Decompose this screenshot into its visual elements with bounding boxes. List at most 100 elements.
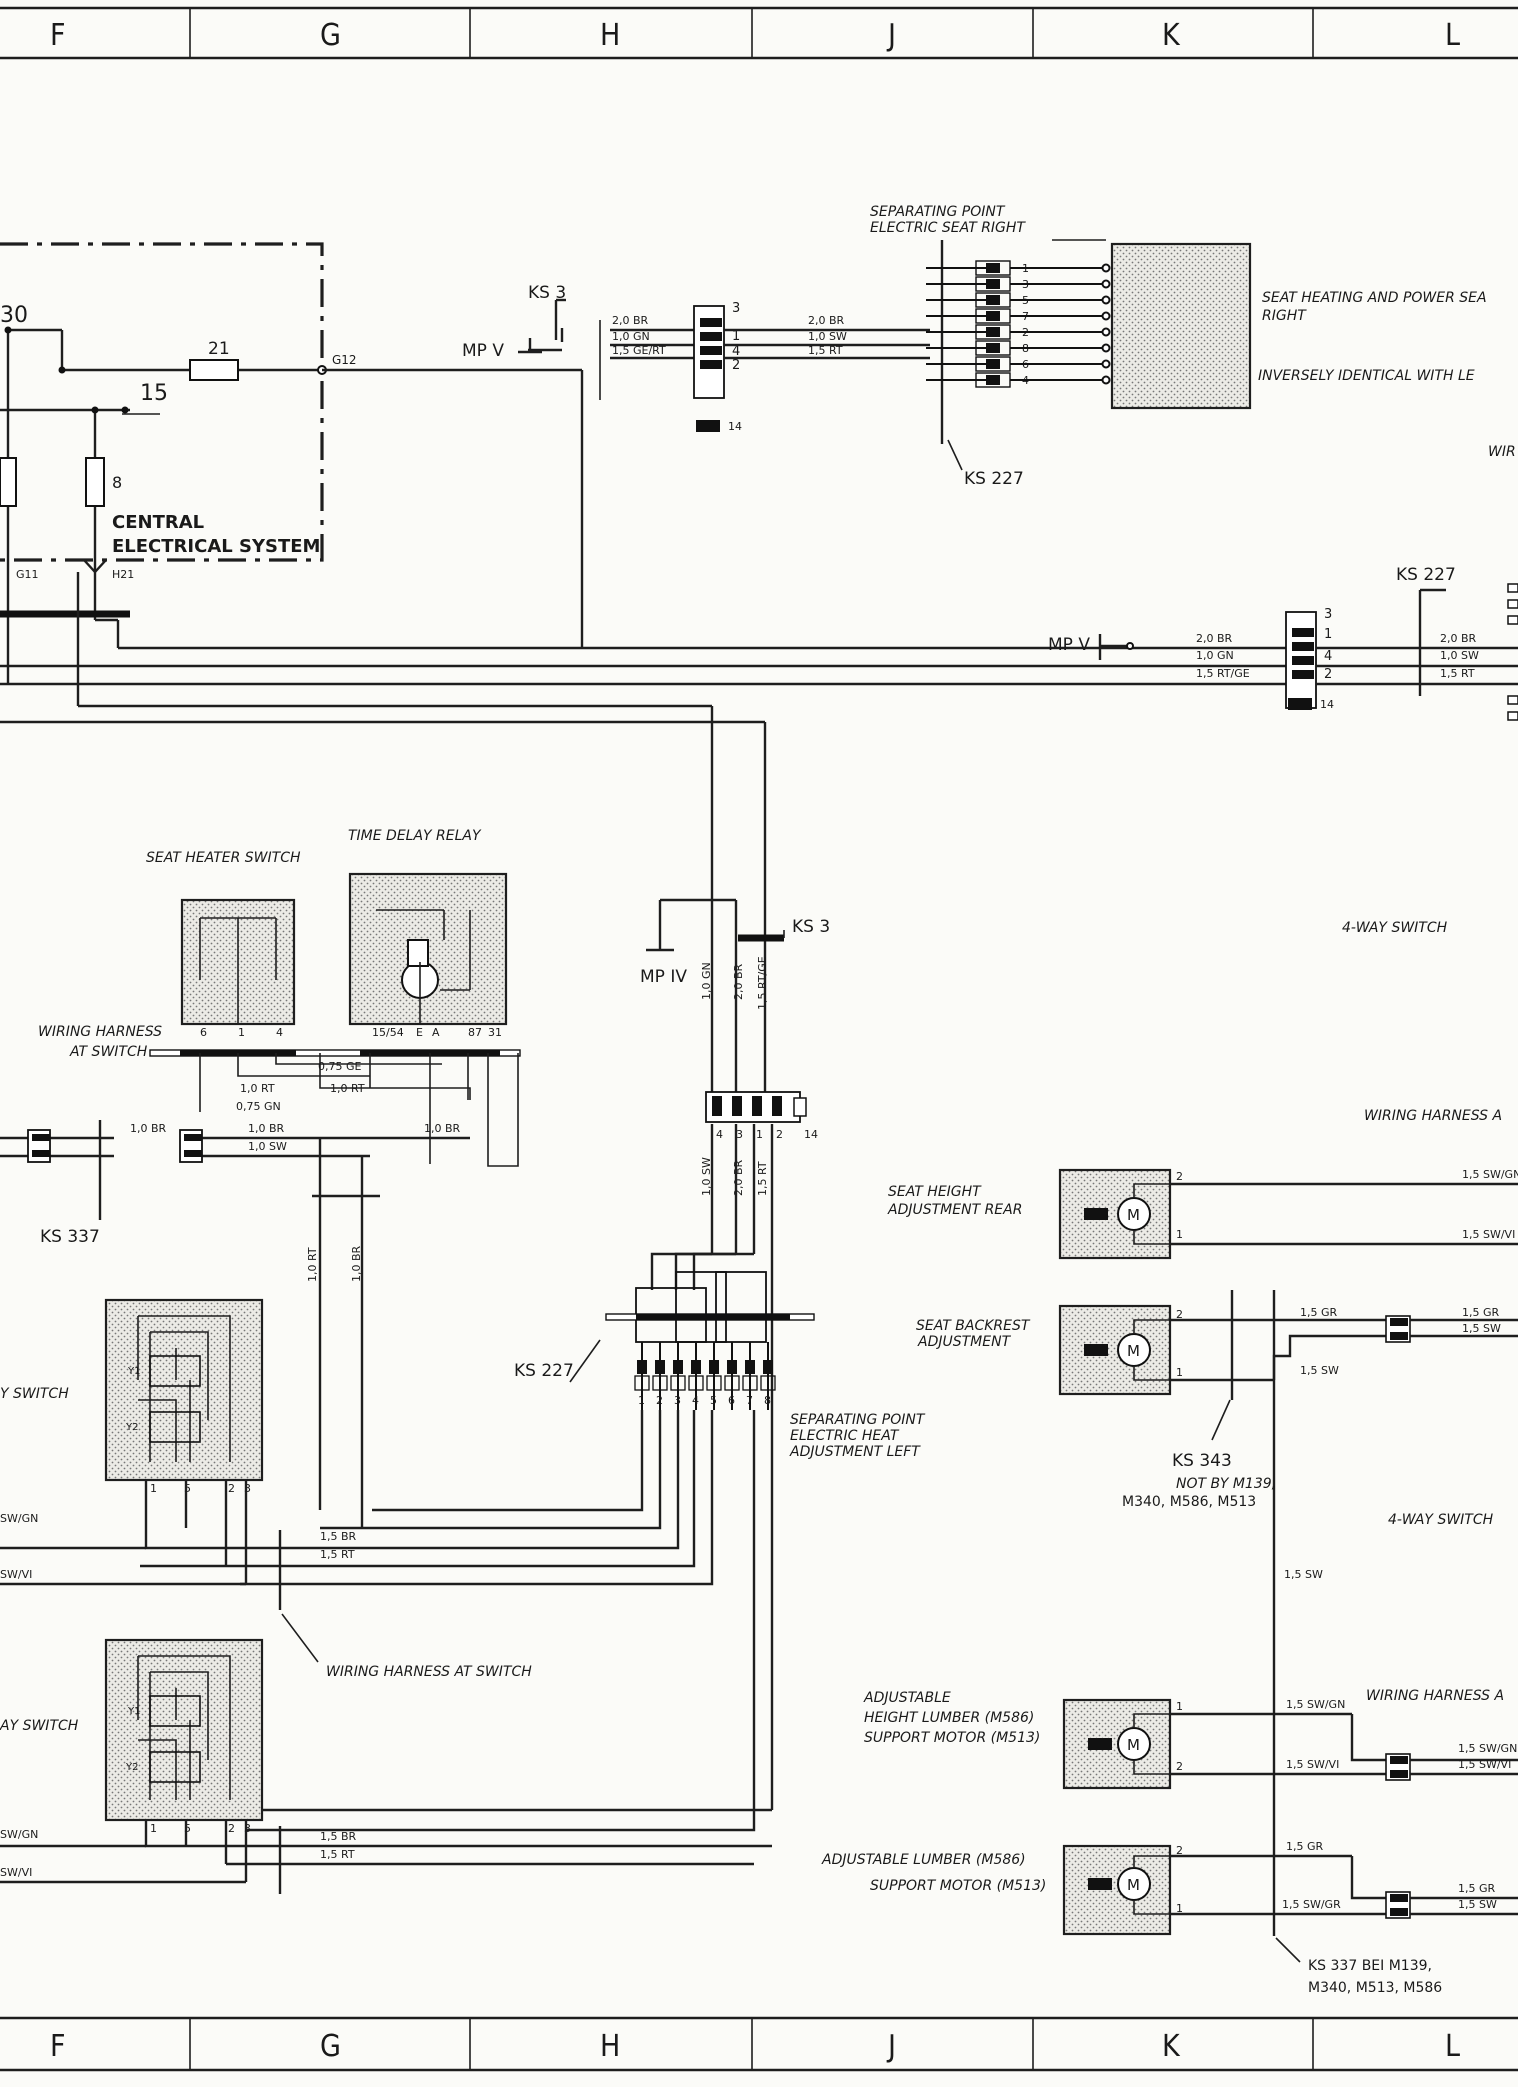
sw1-y1: Y1 xyxy=(127,1366,140,1377)
column-label-k-bottom: K xyxy=(1162,2029,1181,2064)
central-label-1: CENTRAL xyxy=(112,512,204,533)
sep-left-label-3: ADJUSTMENT LEFT xyxy=(789,1444,921,1460)
seat-heating-right-label: SEAT HEATING AND POWER SEA xyxy=(1262,290,1487,306)
upper-switch-wires: SW/GN SW/VI 1,5 BR 1,5 RT WIRING HARNESS… xyxy=(0,1480,532,1680)
sep-left-pin-label: 4 xyxy=(692,1394,699,1407)
sep-right-terminal xyxy=(1101,359,1111,369)
lumber-height-label-1: ADJUSTABLE xyxy=(863,1690,951,1706)
wire-10br-b: 1,0 BR xyxy=(248,1122,285,1135)
wiring-harness-label-2: AT SWITCH xyxy=(69,1044,148,1060)
conn-mid-pin-1: 1 xyxy=(756,1128,763,1141)
ks343-label: KS 343 xyxy=(1172,1451,1232,1471)
sep-right-plug xyxy=(986,311,1000,321)
wire-label-20br-b: 2,0 BR xyxy=(808,314,845,327)
sep-right-plug xyxy=(986,295,1000,305)
time-delay-relay: TIME DELAY RELAY 15/54 E A 87 31 xyxy=(348,828,508,1039)
sep-left-pin-label: 2 xyxy=(656,1394,663,1407)
wire-15rt-b: 1,5 RT xyxy=(320,1848,355,1861)
fuse-8 xyxy=(85,457,105,507)
wire-swgn-l2: SW/GN xyxy=(0,1828,38,1841)
ks337-bei-label-1: KS 337 BEI M139, xyxy=(1308,1958,1432,1974)
wire-15gr-c: 1,5 GR xyxy=(1286,1840,1324,1853)
sep-left-socket xyxy=(670,1375,686,1391)
height-lumber-motor: ADJUSTABLE HEIGHT LUMBER (M586) SUPPORT … xyxy=(863,1690,1518,1790)
wire-r-10gn: 1,0 GN xyxy=(1196,649,1234,662)
v-wire-10rt: 1,0 RT xyxy=(306,1247,319,1282)
motor2-pin-1: 1 xyxy=(1176,1366,1183,1379)
sep-right-terminal xyxy=(1101,327,1111,337)
backrest-label-2: ADJUSTMENT xyxy=(917,1334,1012,1350)
wire-label-15rt: 1,5 RT xyxy=(808,344,843,357)
seat-heating-right-module xyxy=(1110,242,1252,410)
wire-10rt-b: 1,0 RT xyxy=(330,1082,365,1095)
lumber-motor: ADJUSTABLE LUMBER (M586) SUPPORT MOTOR (… xyxy=(821,1840,1518,1936)
backrest-label-1: SEAT BACKREST xyxy=(916,1318,1031,1334)
mp-v-label-top: MP V xyxy=(462,341,504,361)
mp-v-label-right: MP V xyxy=(1048,635,1090,655)
sep-right-plug xyxy=(986,359,1000,369)
relay-pin-a: A xyxy=(432,1026,440,1039)
column-label-f-bottom: F xyxy=(50,2029,66,2064)
v-wire-20br-b: 2,0 BR xyxy=(732,1159,745,1196)
pin-h21: H21 xyxy=(112,568,134,581)
wire-15gr-a: 1,5 GR xyxy=(1300,1306,1338,1319)
relay-pin-31: 31 xyxy=(488,1026,502,1039)
wire-r-15rt: 1,5 RT xyxy=(1440,667,1475,680)
sw2-pin-5: 5 xyxy=(184,1822,191,1835)
wire-15swgn-c: 1,5 SW/GN xyxy=(1458,1742,1517,1755)
mid-conn-plug xyxy=(732,1096,742,1116)
column-label-j: J xyxy=(886,18,896,53)
sep-left-socket xyxy=(724,1375,740,1391)
sep-left-pin-label: 7 xyxy=(746,1394,753,1407)
sep-left-plug xyxy=(763,1360,773,1374)
wire-label-20br-top: 2,0 BR xyxy=(612,314,649,327)
sw1-pin-1: 1 xyxy=(150,1482,157,1495)
conn-right-pin-2: 2 xyxy=(1324,667,1332,682)
right-label: RIGHT xyxy=(1262,308,1307,324)
motor4-pin-2: 2 xyxy=(1176,1844,1183,1857)
lower-switch-wires: SW/GN SW/VI 1,5 BR 1,5 RT xyxy=(0,1820,772,1894)
four-way-switch-lower: Y1 Y2 1 5 2 3 xyxy=(104,1638,264,1835)
plug-left xyxy=(27,1129,203,1163)
seat-height-motor: SEAT HEIGHT ADJUSTMENT REAR M 2 1 1,5 SW… xyxy=(887,1168,1518,1260)
seat-heater-switch: SEAT HEATER SWITCH 6 1 4 xyxy=(146,850,301,1039)
wiring-harness-a-label-1: WIRING HARNESS A xyxy=(1364,1108,1502,1124)
conn-mid-pin-4: 4 xyxy=(716,1128,723,1141)
sep-right-plug xyxy=(986,263,1000,273)
sep-left-plug xyxy=(637,1360,647,1374)
four-way-switch-upper: Y1 Y2 1 5 2 3 xyxy=(104,1298,264,1495)
conn-right-pin-1: 1 xyxy=(1324,627,1332,642)
wire-15gr-d: 1,5 GR xyxy=(1458,1882,1496,1895)
v-wire-10br: 1,0 BR xyxy=(350,1245,363,1282)
ks3-mid-label: KS 3 xyxy=(792,917,830,937)
wire-r-10sw: 1,0 SW xyxy=(1440,649,1479,662)
wire-10rt-a: 1,0 RT xyxy=(240,1082,275,1095)
conn-top-pin-14: 14 xyxy=(728,420,742,433)
mid-conn-plug xyxy=(752,1096,762,1116)
mp-iv-ground: MP IV KS 3 xyxy=(640,898,830,1120)
lower-left-feeds xyxy=(140,1410,772,1832)
wire-swgn-l1: SW/GN xyxy=(0,1512,38,1525)
central-label-2: ELECTRICAL SYSTEM xyxy=(112,536,320,557)
sep-left-plug xyxy=(709,1360,719,1374)
ks227-right-label: KS 227 xyxy=(1396,565,1456,585)
motor-m-4: M xyxy=(1127,1876,1140,1894)
wire-10br-a: 1,0 BR xyxy=(130,1122,167,1135)
connector-top: 1 3 4 2 14 xyxy=(693,301,742,433)
fuse-21 xyxy=(189,359,239,381)
motor3-pin-1: 1 xyxy=(1176,1700,1183,1713)
conn-top-pin-2: 2 xyxy=(732,358,740,373)
wiring-harness-at-switch: WIRING HARNESS AT SWITCH 0,75 GE 1,0 RT … xyxy=(0,1024,521,1528)
wire-15swvi-b: 1,5 SW/VI xyxy=(1286,1758,1339,1771)
sep-right-terminal xyxy=(1101,295,1111,305)
wire-15swgr: 1,5 SW/GR xyxy=(1282,1898,1341,1911)
heater-pin-4: 4 xyxy=(276,1026,283,1039)
wire-15sw-c: 1,5 SW xyxy=(1284,1568,1323,1581)
column-footer: F G H J K L xyxy=(0,2016,1518,2072)
v-wire-10sw: 1,0 SW xyxy=(700,1157,713,1196)
column-label-h: H xyxy=(600,18,620,53)
sw1-pin-5: 5 xyxy=(184,1482,191,1495)
wire-swvi-l2: SW/VI xyxy=(0,1866,32,1879)
sep-left-pin-label: 1 xyxy=(638,1394,645,1407)
